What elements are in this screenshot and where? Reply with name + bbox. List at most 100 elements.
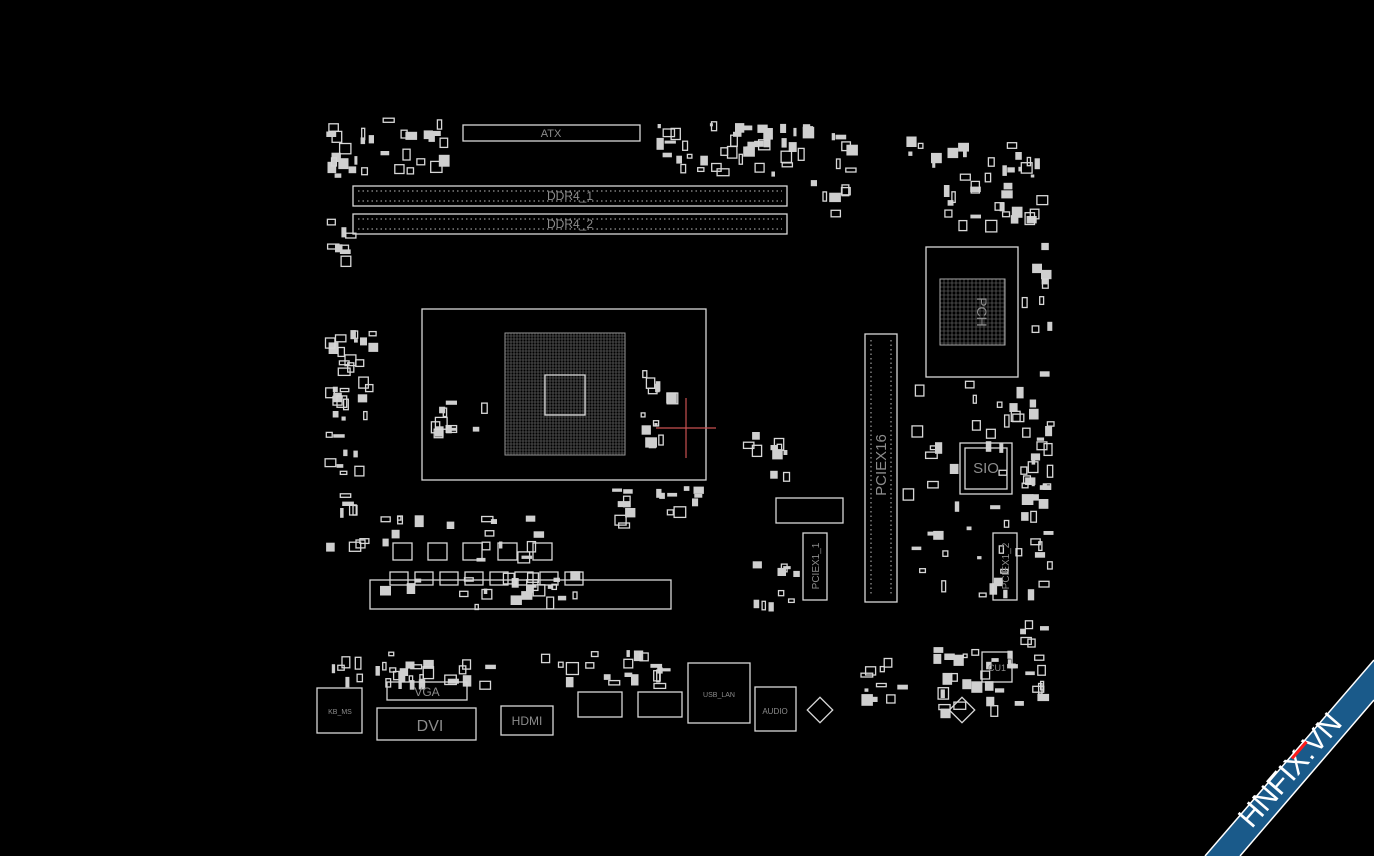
smd-component	[994, 202, 1005, 211]
smd-component	[1020, 466, 1028, 475]
ddr4-2-slot[interactable]: DDR4_2	[352, 213, 788, 235]
smd-component	[608, 679, 621, 686]
audio-port[interactable]: AUDIO	[754, 686, 797, 732]
smd-component	[343, 449, 348, 457]
smd-component	[360, 137, 366, 145]
com-header-1[interactable]	[577, 691, 623, 718]
smd-component	[472, 426, 480, 432]
smd-component	[793, 570, 800, 577]
hdmi-label: HDMI	[512, 714, 543, 728]
smd-component	[943, 185, 950, 197]
smd-component	[864, 666, 877, 676]
smd-component	[445, 400, 457, 405]
smd-component	[966, 526, 972, 531]
smd-component	[1032, 494, 1039, 501]
smd-component	[648, 439, 656, 449]
smd-component	[1020, 636, 1032, 646]
atx-connector[interactable]: ATX	[462, 124, 641, 142]
usb-lan-port[interactable]: USB_LAN	[687, 662, 751, 724]
cu1-chip[interactable]: CU1	[981, 651, 1013, 683]
smd-component	[1016, 386, 1024, 399]
smd-component	[1010, 215, 1019, 224]
smd-component	[653, 682, 667, 690]
smd-component	[570, 571, 581, 581]
smd-component	[408, 675, 414, 682]
dvi-port[interactable]: DVI	[376, 707, 477, 741]
smd-component	[990, 705, 999, 717]
atx-label: ATX	[541, 128, 562, 140]
smd-component	[359, 538, 370, 545]
component-box[interactable]	[775, 497, 844, 524]
smd-component	[438, 154, 450, 167]
smd-component	[1041, 269, 1052, 280]
smd-component	[447, 678, 459, 684]
hdmi-port[interactable]: HDMI	[500, 705, 554, 736]
smd-component	[971, 648, 980, 656]
smd-component	[339, 470, 348, 476]
com-header-2[interactable]	[637, 691, 683, 718]
smd-component	[772, 449, 783, 460]
smd-component	[919, 568, 927, 574]
smd-component	[521, 591, 533, 600]
smd-component	[694, 494, 703, 498]
smd-component	[1012, 413, 1025, 423]
smd-component	[339, 249, 351, 254]
pciex16-slot[interactable]: PCIEX16	[864, 333, 898, 603]
smd-component	[489, 571, 509, 586]
pch-chip[interactable]: PCH	[925, 246, 1019, 378]
smd-component	[1011, 206, 1023, 218]
smd-component	[1015, 548, 1023, 557]
smd-component	[931, 152, 942, 164]
smd-component	[906, 136, 917, 147]
kb-ms-port[interactable]: KB_MS	[316, 687, 363, 734]
smd-component	[1036, 441, 1048, 451]
cpu-socket[interactable]	[421, 308, 707, 481]
smd-component	[344, 354, 357, 367]
smd-component	[336, 464, 344, 468]
smd-component	[431, 130, 441, 136]
smd-component	[333, 434, 345, 438]
smd-component	[730, 134, 738, 147]
smd-component	[980, 670, 991, 680]
smd-component	[1046, 421, 1055, 427]
smd-component	[768, 602, 774, 612]
smd-component	[1031, 458, 1036, 465]
smd-component	[1003, 589, 1008, 599]
ddr4-1-slot[interactable]: DDR4_1	[352, 185, 788, 207]
smd-component	[947, 200, 954, 206]
smd-component	[845, 167, 857, 173]
smd-component	[793, 127, 797, 137]
smd-component	[641, 425, 651, 435]
smd-component	[958, 142, 969, 152]
smd-component	[572, 591, 578, 600]
smd-component	[944, 209, 953, 218]
smd-component	[327, 161, 337, 174]
smd-component	[917, 142, 924, 149]
smd-component	[464, 571, 484, 586]
cu1-label: CU1	[988, 663, 1006, 673]
smd-component	[565, 677, 574, 688]
smd-component	[1015, 152, 1022, 160]
sio-chip[interactable]: SIO	[959, 442, 1013, 495]
smd-component	[937, 687, 950, 700]
smd-component	[1041, 278, 1049, 289]
smd-component	[742, 441, 755, 450]
smd-component	[354, 465, 365, 477]
pciex1-1-slot[interactable]: PCIEX1_1	[802, 532, 828, 601]
watermark-text: HNFIX.VN	[1232, 707, 1349, 834]
smd-component	[787, 598, 795, 604]
pciex1-2-slot[interactable]: PCIEX1_2	[992, 532, 1018, 601]
smd-component	[423, 130, 433, 140]
smd-component	[940, 708, 951, 719]
smd-component	[1037, 693, 1050, 702]
smd-component	[341, 656, 351, 669]
smd-component	[866, 696, 878, 702]
smd-component	[692, 498, 699, 507]
smd-component	[810, 180, 817, 187]
vga-port[interactable]: VGA	[386, 681, 468, 701]
smd-component	[1001, 190, 1013, 199]
smd-component	[875, 682, 887, 688]
smd-component	[951, 672, 958, 682]
smd-component	[970, 214, 981, 219]
